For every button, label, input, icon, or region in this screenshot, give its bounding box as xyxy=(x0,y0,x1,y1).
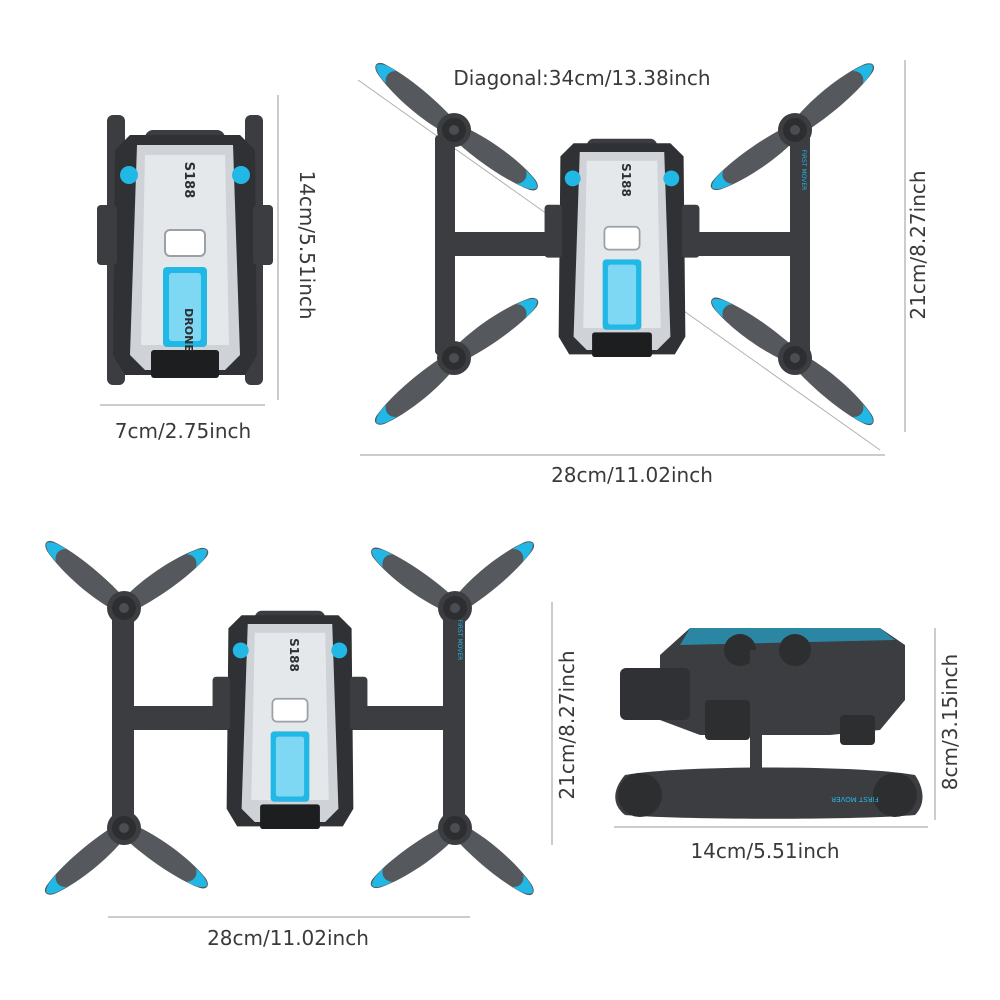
diagonal-label: Diagonal:34cm/13.38inch xyxy=(453,66,710,90)
side-height-label: 8cm/3.15inch xyxy=(938,654,962,790)
side-arm-text: FIRST MOVER xyxy=(831,795,879,803)
side-view-drone-image: FIRST MOVER xyxy=(615,628,923,819)
unfolded-drone-top-image: S188 FIRST MOVER xyxy=(357,55,881,451)
top-model-mark: S188 xyxy=(619,163,633,197)
top-width-label: 28cm/11.02inch xyxy=(551,463,713,487)
bottom-height-dimension: 21cm/8.27inch xyxy=(551,602,579,845)
folded-drone-image: S188 DRONE xyxy=(96,115,274,385)
top-height-label: 21cm/8.27inch xyxy=(906,170,930,319)
bottom-arm-text: FIRST MOVER xyxy=(456,620,463,661)
folded-height-label: 14cm/5.51inch xyxy=(295,170,319,319)
unfolded-drone-bottom-image: S188 FIRST MOVER xyxy=(38,533,541,903)
top-width-dimension: 28cm/11.02inch xyxy=(360,454,885,487)
folded-width-label: 7cm/2.75inch xyxy=(115,419,251,443)
top-height-dimension: 21cm/8.27inch xyxy=(904,60,930,432)
bottom-height-label: 21cm/8.27inch xyxy=(555,650,579,799)
folded-model-mark: S188 xyxy=(181,162,196,199)
folded-height-dimension: 14cm/5.51inch xyxy=(277,95,319,400)
folded-brand-mark: DRONE xyxy=(182,308,195,352)
side-width-label: 14cm/5.51inch xyxy=(690,839,839,863)
top-arm-text: FIRST MOVER xyxy=(800,150,807,191)
bottom-width-dimension: 28cm/11.02inch xyxy=(108,916,470,950)
side-height-dimension: 8cm/3.15inch xyxy=(934,628,962,820)
bottom-width-label: 28cm/11.02inch xyxy=(207,926,369,950)
folded-width-dimension: 7cm/2.75inch xyxy=(100,404,265,443)
side-width-dimension: 14cm/5.51inch xyxy=(614,826,928,863)
bottom-model-mark: S188 xyxy=(287,638,301,672)
